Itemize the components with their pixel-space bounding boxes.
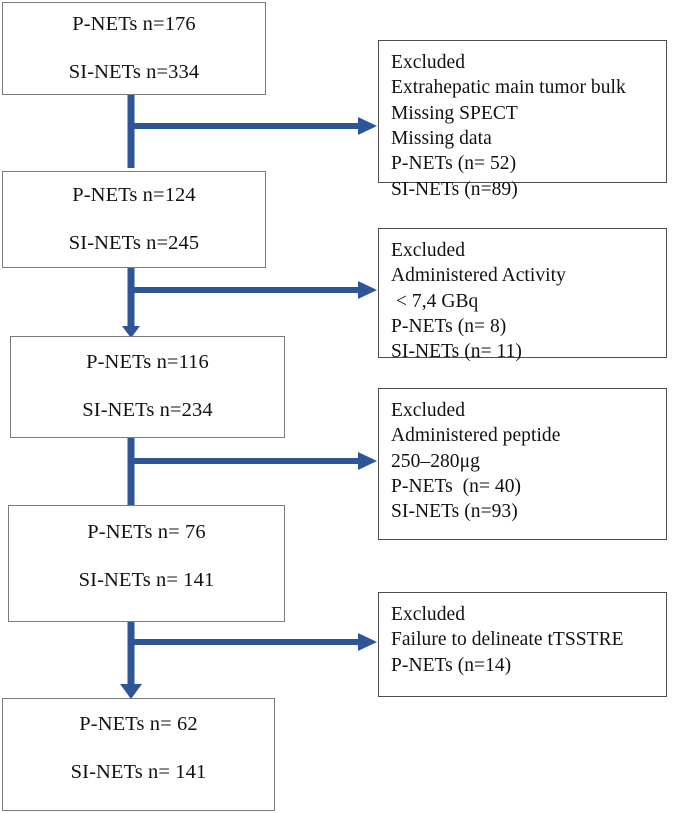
exclusion-box-2: Excluded Administered Activity < 7,4 GBq… bbox=[378, 228, 667, 362]
node-cohort-final: P-NETs n= 62 SI-NETs n= 141 bbox=[2, 698, 275, 811]
arrowhead-1 bbox=[358, 117, 377, 135]
exclusion-line: SI-NETs (n= 11) bbox=[391, 341, 522, 363]
arrowhead-down-4 bbox=[120, 684, 142, 699]
arrowhead-4 bbox=[358, 633, 377, 651]
exclusion-line: Excluded bbox=[391, 604, 466, 625]
node-line-primary: P-NETs n= 62 bbox=[79, 713, 198, 735]
exclusion-line: Extrahepatic main tumor bulk bbox=[391, 77, 626, 99]
node-line-secondary: SI-NETs n=334 bbox=[68, 60, 200, 83]
exclusion-line: < 7,4 GBq bbox=[391, 290, 479, 312]
exclusion-line: Failure to delineate tTSSTRE bbox=[391, 629, 624, 651]
exclusion-line: Missing data bbox=[391, 128, 492, 150]
node-cohort-after-exclusion-2: P-NETs n=116 SI-NETs n=234 bbox=[10, 336, 285, 438]
exclusion-line: Administered Activity bbox=[391, 265, 566, 287]
node-line-secondary: SI-NETs n=234 bbox=[82, 399, 213, 421]
exclusion-line: P-NETs (n= 40) bbox=[391, 476, 522, 498]
node-cohort-after-exclusion-3: P-NETs n= 76 SI-NETs n= 141 bbox=[8, 505, 285, 622]
arrowhead-2 bbox=[358, 281, 377, 299]
node-line-secondary: SI-NETs n= 141 bbox=[70, 760, 207, 783]
exclusion-line: Missing SPECT bbox=[391, 102, 518, 124]
exclusion-line: Excluded bbox=[391, 240, 466, 261]
node-line-secondary: SI-NETs n= 141 bbox=[78, 568, 215, 591]
exclusion-line: P-NETs (n= 52) bbox=[391, 153, 517, 175]
exclusion-line: P-NETs (n=14) bbox=[391, 654, 512, 676]
exclusion-box-1: Excluded Extrahepatic main tumor bulk Mi… bbox=[378, 40, 667, 200]
exclusion-line: Administered peptide bbox=[391, 425, 561, 447]
node-line-primary: P-NETs n=176 bbox=[72, 12, 196, 35]
exclusion-line: SI-NETs (n=93) bbox=[391, 501, 518, 523]
node-line-primary: P-NETs n= 76 bbox=[87, 521, 206, 543]
exclusion-line: SI-NETs (n=89) bbox=[391, 178, 518, 200]
exclusion-line: Excluded bbox=[391, 52, 466, 73]
node-line-primary: P-NETs n=116 bbox=[86, 351, 209, 374]
exclusion-line: Excluded bbox=[391, 400, 466, 421]
node-cohort-initial: P-NETs n=176 SI-NETs n=334 bbox=[2, 2, 266, 95]
arrowhead-3 bbox=[358, 452, 377, 470]
node-cohort-after-exclusion-1: P-NETs n=124 SI-NETs n=245 bbox=[2, 171, 266, 268]
node-line-primary: P-NETs n=124 bbox=[72, 183, 196, 206]
exclusion-line: P-NETs (n= 8) bbox=[391, 316, 507, 338]
exclusion-box-4: Excluded Failure to delineate tTSSTRE P-… bbox=[378, 592, 667, 697]
exclusion-box-3: Excluded Administered peptide 250–280μg … bbox=[378, 388, 667, 540]
exclusion-line: 250–280μg bbox=[391, 450, 480, 472]
node-line-secondary: SI-NETs n=245 bbox=[68, 231, 200, 254]
